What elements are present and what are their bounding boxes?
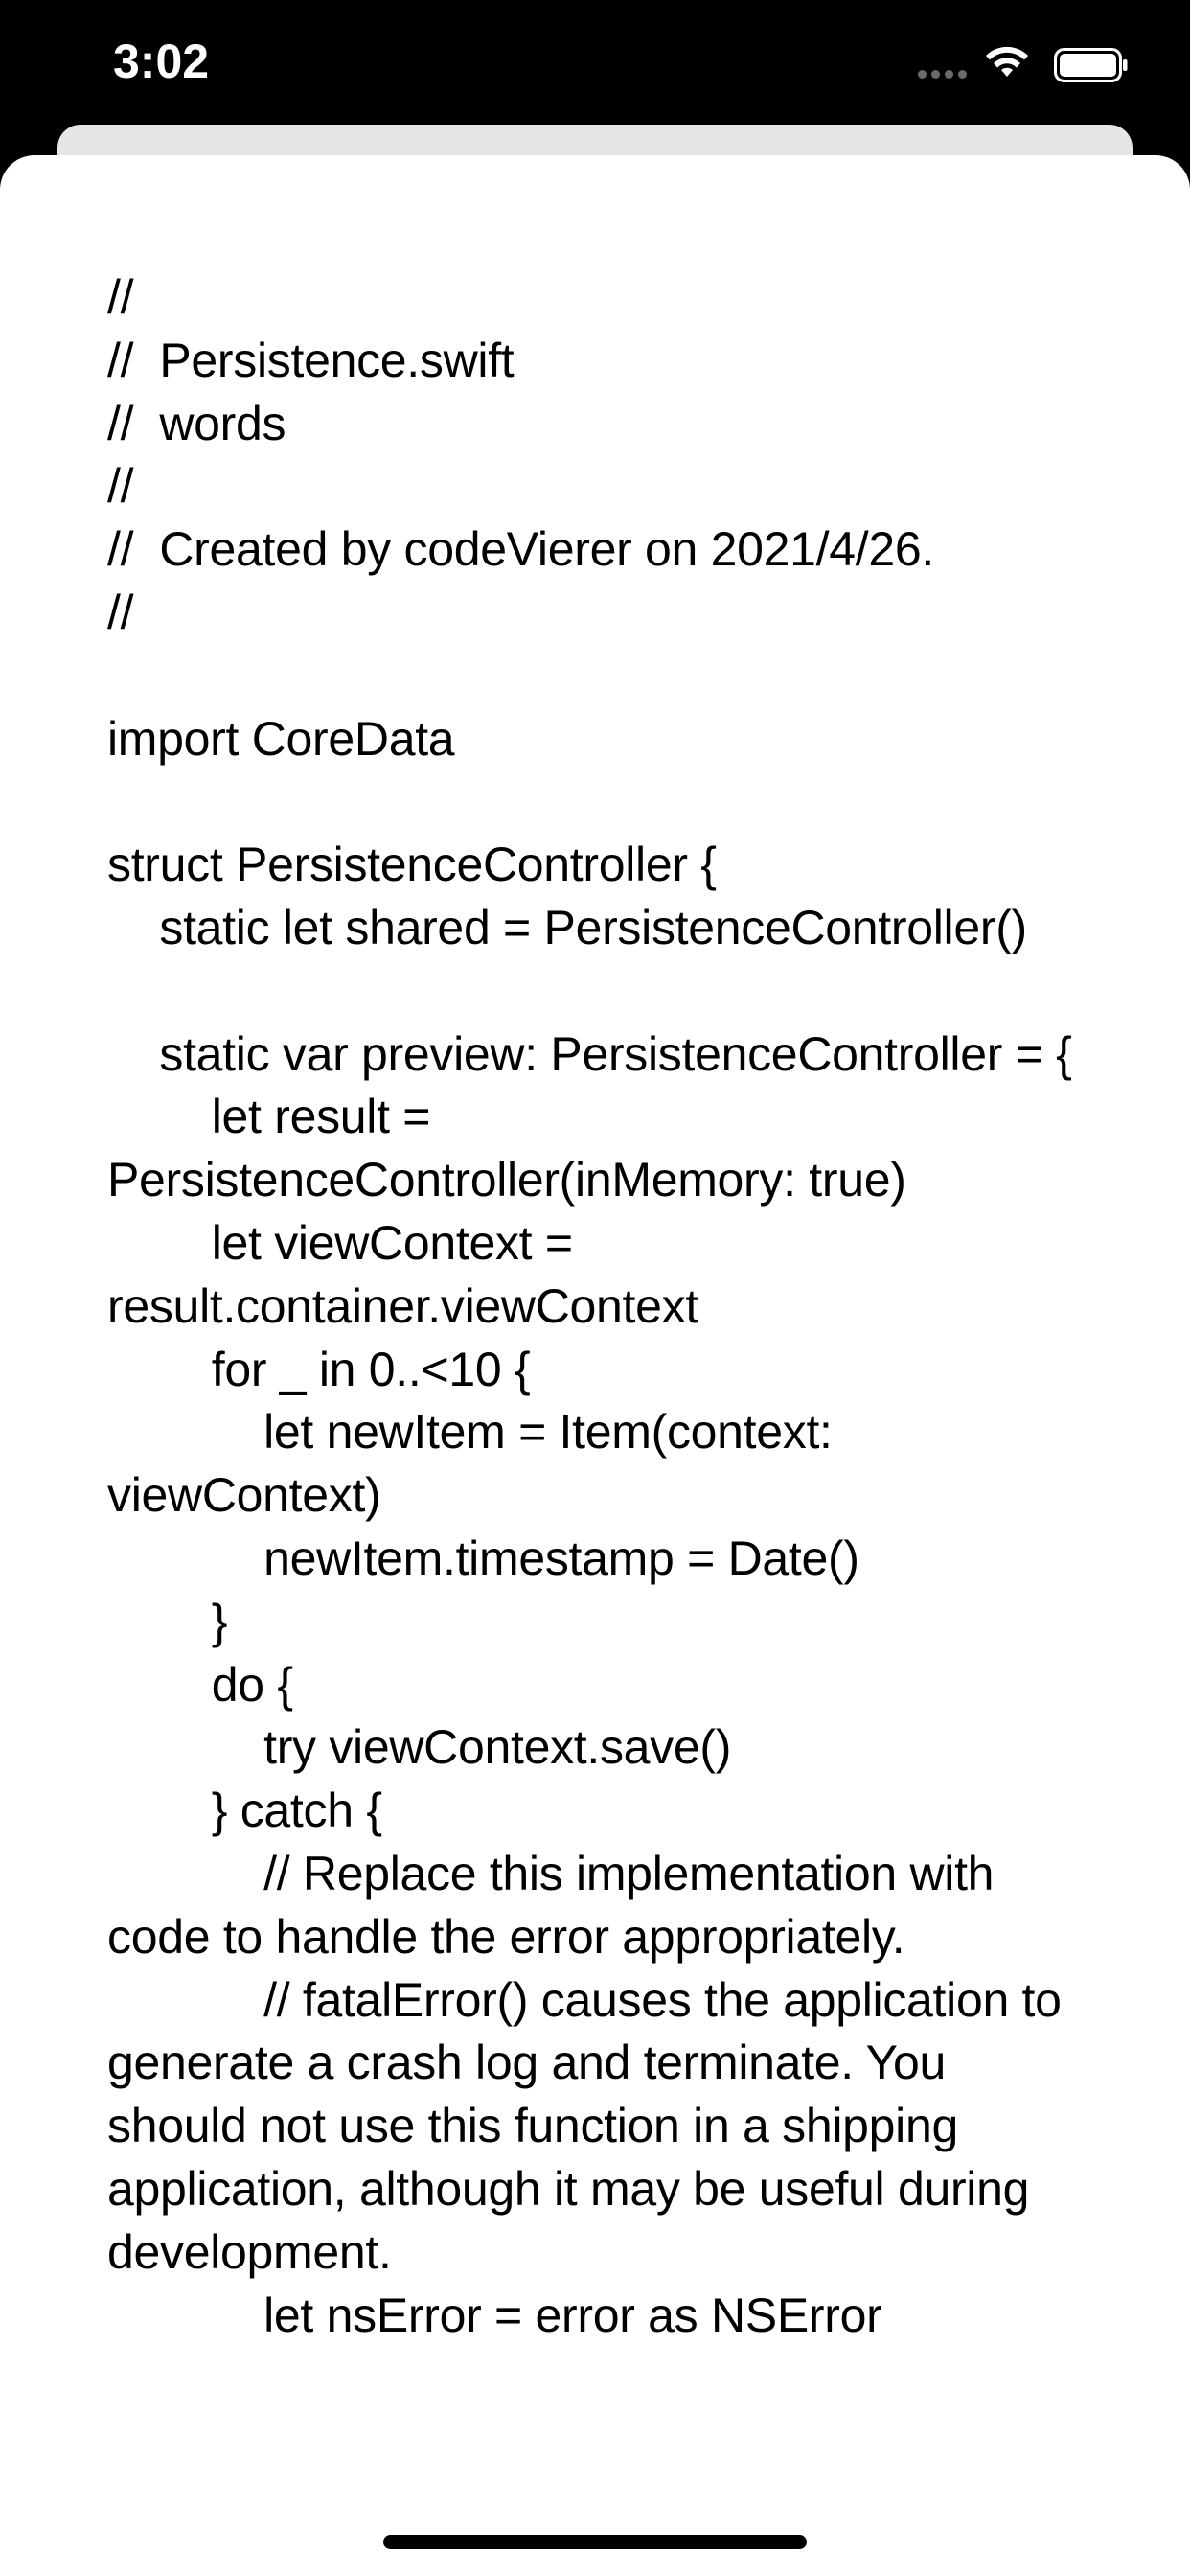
code-scroll-view[interactable]: // // Persistence.swift // words // // C… <box>107 266 1094 2458</box>
signal-icon <box>918 70 968 83</box>
wifi-icon <box>986 46 1028 77</box>
home-indicator[interactable] <box>383 2535 807 2549</box>
status-time: 3:02 <box>113 34 210 88</box>
status-bar: 3:02 <box>0 0 1190 125</box>
code-sheet[interactable]: // // Persistence.swift // words // // C… <box>0 155 1190 2576</box>
battery-icon <box>1054 48 1128 82</box>
code-text: // // Persistence.swift // words // // C… <box>107 270 1072 2342</box>
